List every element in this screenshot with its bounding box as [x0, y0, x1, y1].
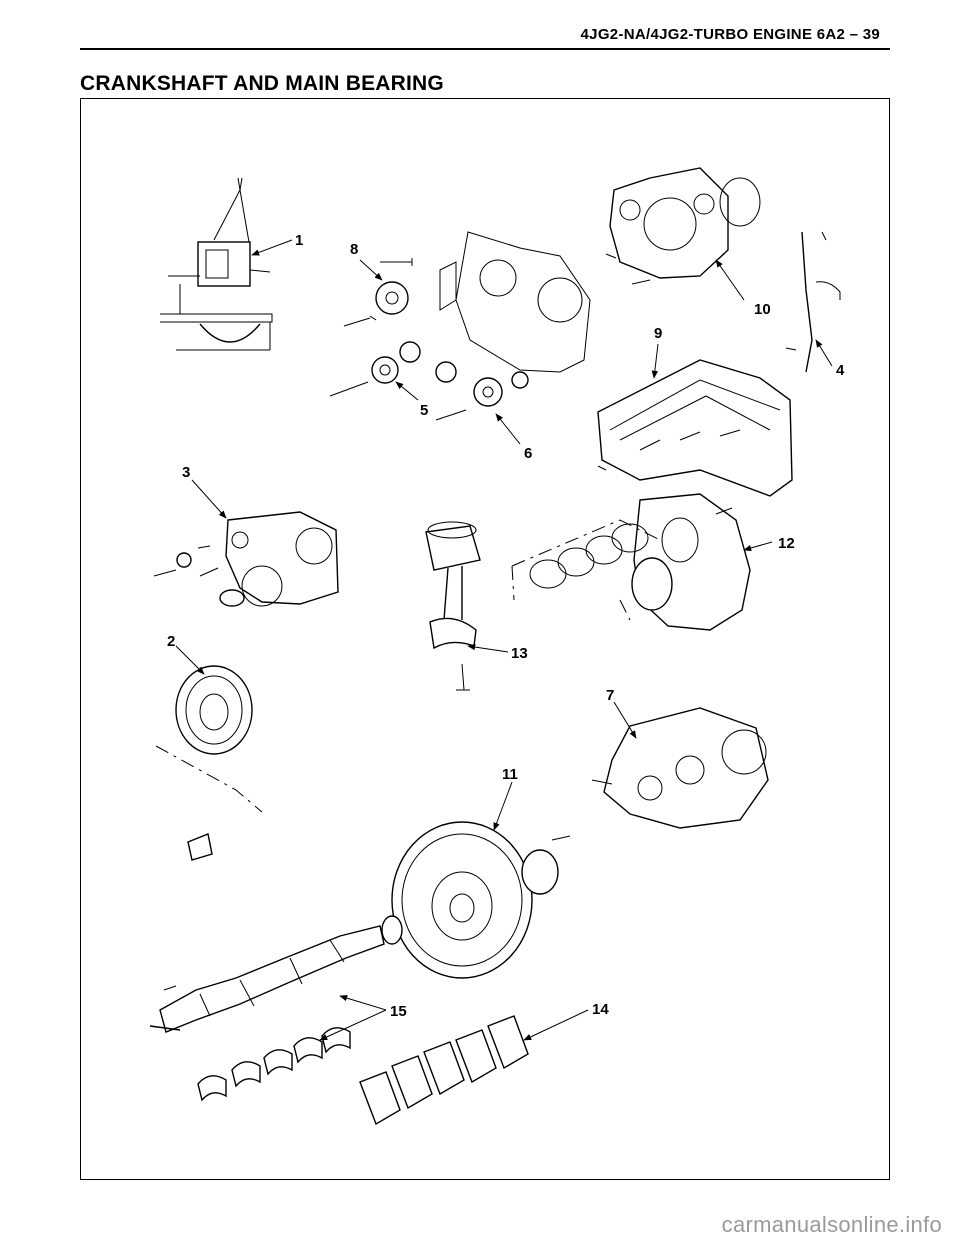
timing-gear-case — [329, 231, 591, 421]
leader-arrows — [175, 239, 833, 1041]
footer-watermark: carmanualsonline.info — [721, 1212, 942, 1237]
callout-7: 7 — [606, 687, 614, 704]
engine-hoist-illustration — [160, 177, 273, 351]
callout-6: 6 — [524, 445, 532, 462]
callout-5: 5 — [420, 402, 428, 419]
engine-rear-plate — [511, 493, 751, 631]
upper-main-bearings — [197, 1027, 351, 1102]
callout-13: 13 — [511, 645, 528, 662]
piston-connecting-rod — [425, 521, 481, 691]
callout-4: 4 — [836, 362, 845, 379]
callout-10: 10 — [754, 301, 771, 318]
callout-9: 9 — [654, 325, 662, 342]
callout-2: 2 — [167, 633, 175, 650]
callout-8: 8 — [350, 241, 358, 258]
callout-labels: 1 2 3 4 5 6 7 8 9 10 11 12 13 14 15 — [167, 232, 845, 1020]
header-rule — [80, 48, 890, 50]
flywheel — [381, 821, 571, 979]
section-title: CRANKSHAFT AND MAIN BEARING — [80, 72, 444, 95]
crankshaft — [149, 925, 385, 1033]
main-bearing-caps — [359, 1015, 529, 1126]
figure-frame — [80, 98, 890, 1180]
callout-3: 3 — [182, 464, 190, 481]
oil-pan — [597, 359, 793, 497]
callout-14: 14 — [592, 1001, 609, 1018]
callout-11: 11 — [502, 766, 518, 783]
fuel-injection-pump — [591, 707, 769, 829]
crankshaft-pulley — [155, 665, 263, 861]
running-header: 4JG2-NA/4JG2-TURBO ENGINE 6A2 – 39 — [580, 26, 880, 43]
oil-level-gauge-guide — [785, 231, 841, 373]
flywheel-housing — [605, 167, 761, 285]
callout-1: 1 — [295, 232, 303, 249]
callout-12: 12 — [778, 535, 795, 552]
front-cover — [153, 511, 339, 607]
callout-15: 15 — [390, 1003, 407, 1020]
